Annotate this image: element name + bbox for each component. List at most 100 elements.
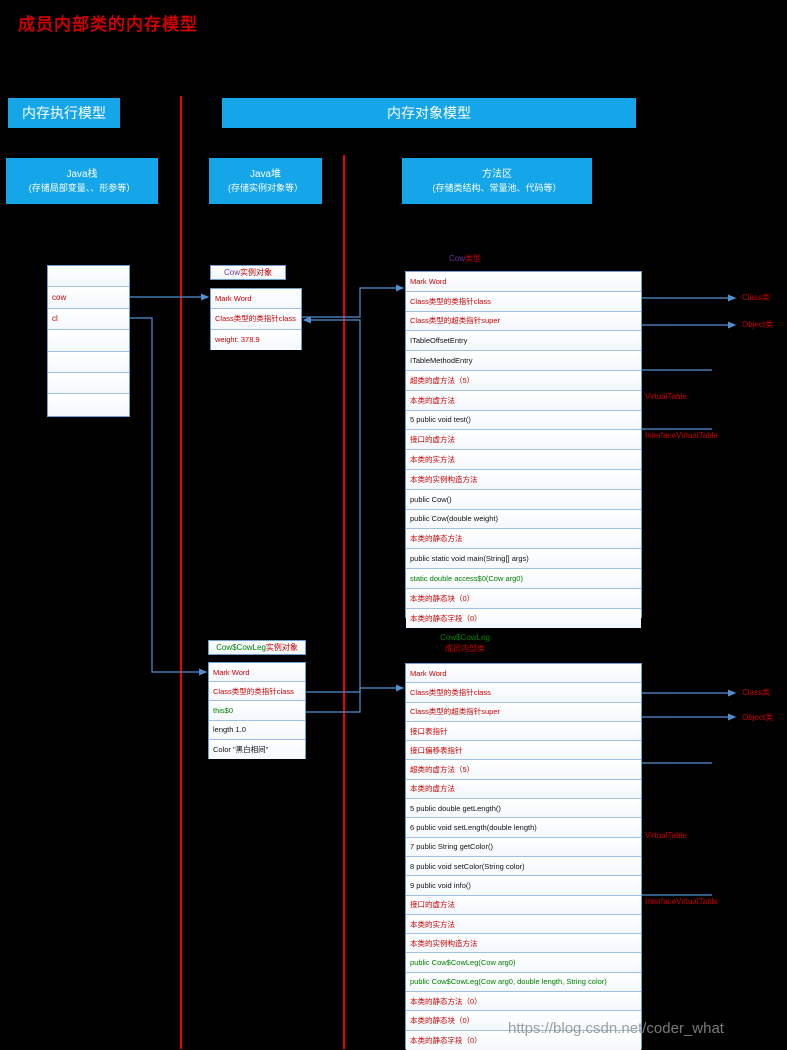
cowleg-instance-row-text: length 1.0 — [213, 725, 246, 735]
connector-cl-slot-to-cowleg-instance — [130, 317, 208, 676]
cowleg-class-row-text: 本类的静态块（0） — [410, 1015, 475, 1025]
cowleg-class-row: Class类型的超类指针super — [406, 702, 641, 722]
label-object-type-cowleg: Object类 — [742, 713, 774, 722]
cowleg-instance-row: Class类型的类指针class — [209, 682, 305, 702]
cowleg-instance-row-text: Class类型的类指针class — [213, 686, 294, 696]
cow-class-row: Mark Word — [406, 272, 641, 292]
stack-slot-row: cl — [48, 308, 129, 331]
cow-class-row-text: 接口的虚方法 — [410, 435, 455, 445]
cowleg-class-row-text: 本类的实方法 — [410, 919, 455, 929]
banner-execution-model: 内存执行模型 — [8, 98, 120, 128]
cow-class-row-text: 本类的虚方法 — [410, 395, 455, 405]
cow-class-row: 本类的静态字段（0） — [406, 608, 641, 629]
cowleg-class-row: 超类的虚方法（5） — [406, 760, 641, 780]
cowleg-instance-row: Mark Word — [209, 663, 305, 683]
cowleg-class-row: public Cow$CowLeg(Cow arg0, double lengt… — [406, 972, 641, 993]
cow-class-title-prefix: Cow — [448, 254, 465, 263]
zone-java-heap: Java堆 (存储实例对象等） — [209, 158, 322, 204]
cowleg-class-row: 本类的虚方法 — [406, 779, 641, 800]
zone-method-area-desc: (存储类结构、常量池、代码等） — [432, 182, 562, 193]
label-class-type-cowleg: Class类 — [742, 688, 771, 697]
cow-class-row: Class类型的超类指针super — [406, 311, 641, 332]
cow-class-row: public Cow(double weight) — [406, 509, 641, 530]
stack-slot-row — [48, 372, 129, 395]
connector-cow-instance-to-class — [302, 284, 405, 318]
cow-class-row-text: Class类型的类指针class — [410, 296, 491, 306]
stack-slot-row — [48, 330, 129, 352]
cowleg-class-title: Cow$CowLeg 成员内部类 — [405, 633, 525, 655]
label-virtualtable-cow: VirtualTable — [645, 392, 687, 401]
cow-class-row-text: 本类的实方法 — [410, 455, 455, 465]
cow-class-row-text: Mark Word — [410, 276, 447, 286]
cowleg-instance-row: Color "黑白相间" — [209, 739, 305, 759]
stack-slot-row — [48, 266, 129, 288]
zone-java-heap-desc: (存储实例对象等） — [228, 182, 303, 193]
cowleg-class-row: 本类的静态字段（0） — [406, 1030, 641, 1050]
stack-slot-row — [48, 351, 129, 373]
cow-class-row-text: 本类的静态字段（0） — [410, 613, 482, 623]
cowleg-class-title-line1: Cow$CowLeg — [440, 633, 490, 642]
separator-heap-method — [343, 155, 345, 1049]
label-interfacevirtualtable-cowleg: InterfaceVirtualTable — [645, 897, 718, 906]
cow-class-row-text: static double access$0(Cow arg0) — [410, 573, 523, 583]
label-class-type-cow: Class类 — [742, 293, 771, 302]
cowleg-instance-row: this$0 — [209, 701, 305, 721]
cowleg-class-row-text: 接口表指针 — [410, 726, 448, 736]
separator-stack-heap — [180, 96, 182, 1049]
cow-instance-row-text: Mark Word — [215, 294, 252, 304]
label-interfacevirtualtable-cow: InterfaceVirtualTable — [645, 431, 718, 440]
cow-class-row-text: public Cow() — [410, 494, 452, 504]
stack-slot-row — [48, 394, 129, 416]
cow-class-row: 本类的实例构造方法 — [406, 469, 641, 490]
cow-class-row: static double access$0(Cow arg0) — [406, 568, 641, 589]
cowleg-class-row: 本类的静态块（0） — [406, 1011, 641, 1031]
cow-class-row: ITableMethodEntry — [406, 351, 641, 371]
cowleg-instance-row-text: this$0 — [213, 705, 234, 715]
cowleg-class-row: 接口的虚方法 — [406, 895, 641, 915]
cowleg-class-row-text: 接口偏移表指针 — [410, 745, 463, 755]
cowleg-class-row: 9 public void info() — [406, 876, 641, 896]
cowleg-class-row: 8 public void setColor(String color) — [406, 856, 641, 877]
cow-instance-caption-suffix: 实例对象 — [240, 268, 272, 277]
cow-class-row: 本类的静态方法 — [406, 529, 641, 550]
cowleg-class-row-text: 7 public String getColor() — [410, 842, 493, 852]
cow-instance-row: Class类型的类指针class — [211, 309, 301, 330]
cowleg-class-row-text: 本类的虚方法 — [410, 784, 455, 794]
cowleg-class-row: 6 public void setLength(double length) — [406, 818, 641, 838]
stack-slot-row-text: cow — [52, 293, 67, 303]
cowleg-class-row: public Cow$CowLeg(Cow arg0) — [406, 953, 641, 973]
cow-instance-row: Mark Word — [211, 289, 301, 310]
cowleg-class-title-line2: 成员内部类 — [445, 643, 485, 653]
stack-slot-row: cow — [48, 287, 129, 309]
cow-class-row-text: public static void main(String[] args) — [410, 554, 529, 564]
watermark: https://blog.csdn.net/coder_what — [508, 1020, 724, 1037]
cow-class-row-text: public Cow(double weight) — [410, 514, 498, 524]
cowleg-class-row: 7 public String getColor() — [406, 837, 641, 857]
cow-class-row: ITableOffsetEntry — [406, 331, 641, 352]
cowleg-class-row-text: public Cow$CowLeg(Cow arg0, double lengt… — [410, 977, 607, 987]
cow-class-row-text: 本类的静态块（0） — [410, 593, 475, 603]
cowleg-instance-row: length 1.0 — [209, 720, 305, 740]
cow-class-row: 超类的虚方法（5） — [406, 370, 641, 391]
zone-method-area: 方法区 (存储类结构、常量池、代码等） — [402, 158, 592, 204]
zone-java-stack: Java栈 (存储局部变量、、形参等） — [6, 158, 158, 204]
cowleg-class-row-text: public Cow$CowLeg(Cow arg0) — [410, 958, 516, 968]
cow-class-row-text: Class类型的超类指针super — [410, 316, 501, 326]
cowleg-class-row-text: 超类的虚方法（5） — [410, 765, 475, 775]
cow-class-title-suffix: 类型 — [465, 254, 481, 263]
cowleg-instance-caption-prefix: Cow$CowLeg — [216, 643, 266, 652]
java-stack-frame-table: cow cl — [47, 265, 130, 417]
cowleg-class-row: 本类的实方法 — [406, 914, 641, 935]
cowleg-class-row-text: 本类的实例构造方法 — [410, 938, 478, 948]
zone-method-area-name: 方法区 — [482, 169, 512, 181]
cow-instance-row-text: Class类型的类指针class — [215, 314, 296, 324]
cow-class-row: 5 public void test() — [406, 410, 641, 431]
cow-class-row: 本类的虚方法 — [406, 390, 641, 411]
banner-object-model: 内存对象模型 — [222, 98, 636, 128]
cowleg-class-row-text: 8 public void setColor(String color) — [410, 861, 525, 871]
